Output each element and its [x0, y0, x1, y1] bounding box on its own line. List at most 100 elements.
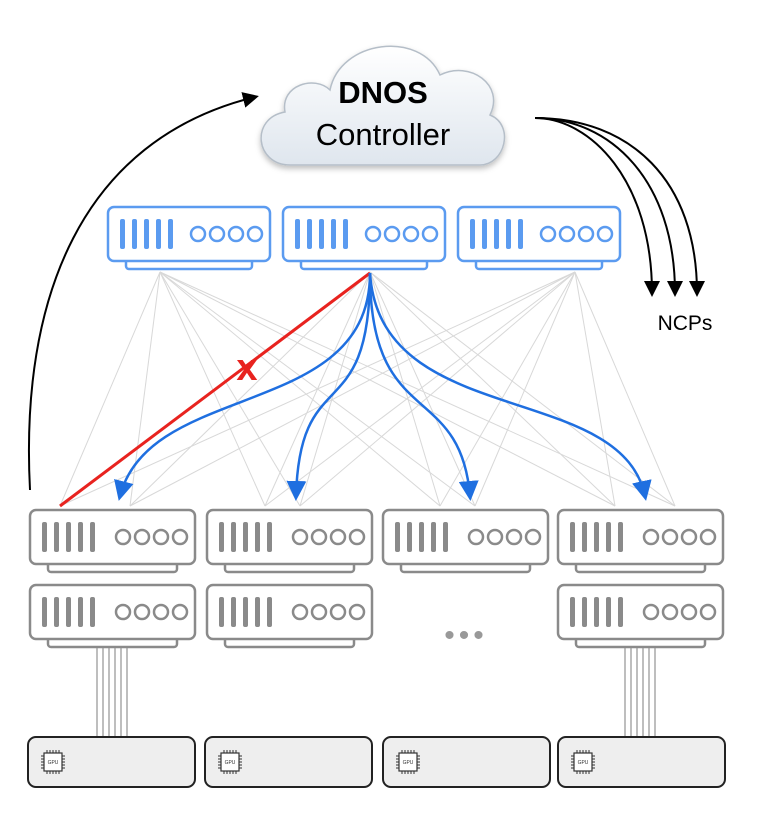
- rerouted-link-1: [114, 272, 372, 501]
- status-led: [246, 225, 264, 243]
- port-bar: [570, 522, 575, 552]
- gpu-label: GPU: [48, 760, 59, 766]
- gpu-label: GPU: [225, 760, 236, 766]
- port-bar: [231, 597, 236, 627]
- port-bar: [255, 522, 260, 552]
- port-bar: [267, 522, 272, 552]
- spine-switch-3: [456, 205, 622, 271]
- mesh-link: [59, 271, 576, 507]
- port-bar: [219, 522, 224, 552]
- status-led: [558, 225, 576, 243]
- ncps-label: NCPs: [658, 312, 713, 335]
- gpu-server-2: GPU: [204, 736, 373, 788]
- port-bar: [267, 597, 272, 627]
- port-bar: [582, 597, 587, 627]
- status-led: [699, 603, 717, 621]
- port-bar: [156, 219, 161, 249]
- status-led: [348, 528, 366, 546]
- status-led: [133, 528, 151, 546]
- status-led: [329, 603, 347, 621]
- port-bar: [168, 219, 173, 249]
- rerouted-link-2: [286, 272, 372, 501]
- mesh-link: [59, 271, 161, 507]
- status-led: [661, 528, 679, 546]
- port-bar: [419, 522, 424, 552]
- status-led: [539, 225, 557, 243]
- mesh-link: [264, 271, 576, 507]
- status-led: [383, 225, 401, 243]
- status-led: [505, 528, 523, 546]
- port-bar: [443, 522, 448, 552]
- gpu-chip-icon: GPU: [571, 750, 595, 774]
- port-bar: [482, 219, 487, 249]
- status-led: [208, 225, 226, 243]
- gpu-server-4: GPU: [557, 736, 726, 788]
- leaf-switch-row2-3: [556, 583, 725, 649]
- mesh-link: [574, 271, 616, 507]
- status-led: [189, 225, 207, 243]
- port-bar: [594, 522, 599, 552]
- port-bar: [231, 522, 236, 552]
- leaf-switch-row2-1: [28, 583, 197, 649]
- status-led: [486, 528, 504, 546]
- mesh-link: [299, 271, 576, 507]
- port-bar: [582, 522, 587, 552]
- gpu-chip-icon: GPU: [396, 750, 420, 774]
- status-led: [152, 528, 170, 546]
- ncp-arrow-1: [534, 117, 660, 297]
- mesh-link: [159, 271, 676, 507]
- status-led: [329, 528, 347, 546]
- status-led: [310, 528, 328, 546]
- port-bar: [120, 219, 125, 249]
- port-bar: [243, 522, 248, 552]
- gpu-server-3: GPU: [382, 736, 551, 788]
- leaf-switch-2: [205, 508, 374, 574]
- port-bar: [54, 597, 59, 627]
- status-led: [171, 528, 189, 546]
- mesh-link: [129, 271, 371, 507]
- leaf-switch-1: [28, 508, 197, 574]
- status-led: [152, 603, 170, 621]
- gpu-label: GPU: [403, 760, 414, 766]
- mesh-link: [439, 271, 576, 507]
- status-led: [114, 603, 132, 621]
- status-led: [171, 603, 189, 621]
- status-led: [133, 603, 151, 621]
- status-led: [577, 225, 595, 243]
- status-led: [364, 225, 382, 243]
- port-bar: [407, 522, 412, 552]
- port-bar: [90, 522, 95, 552]
- rerouted-link-3: [368, 272, 479, 501]
- port-bar: [219, 597, 224, 627]
- spine-switch-2: [281, 205, 447, 271]
- gpu-chip-icon: GPU: [41, 750, 65, 774]
- mesh-link: [369, 271, 476, 507]
- ncp-arrow-3: [534, 117, 705, 297]
- port-bar: [395, 522, 400, 552]
- port-bar: [295, 219, 300, 249]
- leaf-switch-4: [556, 508, 725, 574]
- status-led: [661, 603, 679, 621]
- ncp-arrow-2: [534, 117, 683, 297]
- gpu-server-1: GPU: [27, 736, 196, 788]
- status-led: [596, 225, 614, 243]
- port-bar: [307, 219, 312, 249]
- spine-switch-1: [106, 205, 272, 271]
- mesh-link: [159, 271, 616, 507]
- port-bar: [78, 522, 83, 552]
- status-led: [114, 528, 132, 546]
- telemetry-arrow: [27, 92, 259, 491]
- gpu-chip-icon: GPU: [218, 750, 242, 774]
- port-bar: [243, 597, 248, 627]
- failed-link: [59, 271, 371, 508]
- port-bar: [66, 522, 71, 552]
- port-bar: [78, 597, 83, 627]
- leaf-switch-row2-2: [205, 583, 374, 649]
- port-bar: [54, 522, 59, 552]
- mesh-link: [129, 271, 161, 507]
- port-bar: [470, 219, 475, 249]
- controller-title: DNOS: [338, 75, 428, 110]
- mesh-link: [369, 271, 676, 507]
- status-led: [291, 528, 309, 546]
